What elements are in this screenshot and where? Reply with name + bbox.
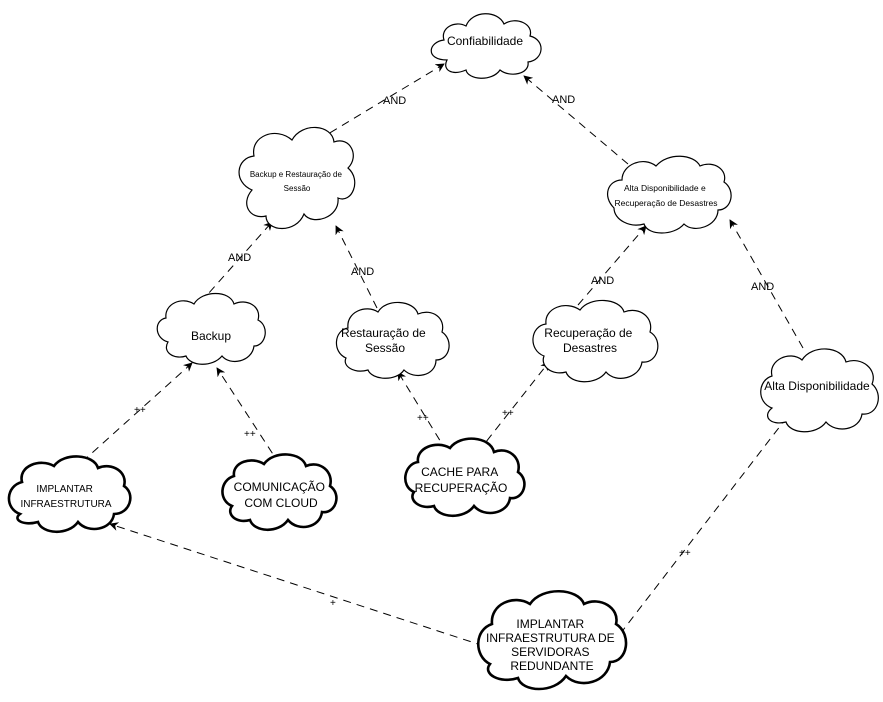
cloud-shape — [430, 13, 542, 79]
cloud-shape — [335, 301, 450, 379]
edge-alta-disp-recuperacao-to-confiabilidade — [523, 75, 629, 165]
edge-comunicacao-to-backup — [216, 367, 281, 466]
edge-labels-layer: AND AND AND AND AND AND ++ ++ ++ ++ + ++ — [134, 94, 774, 609]
edge-label-and: AND — [591, 275, 614, 287]
goal-label: Alta Disponibilidade e Recuperação de De… — [614, 183, 717, 208]
edge-implantar-infra-to-backup — [81, 362, 193, 463]
task-comunicacao-cloud[interactable]: COMUNICAÇÃO COM CLOUD — [221, 453, 338, 532]
goal-label: Restauração de Sessão — [341, 326, 429, 355]
goal-label: Alta Disponibilidade — [764, 379, 870, 393]
goal-label: Backup — [191, 329, 231, 343]
edge-label-and: AND — [383, 95, 406, 107]
cloud-shape — [760, 348, 879, 433]
edge-restauracao-to-backup-restauracao — [335, 225, 378, 309]
cloud-shape — [404, 437, 526, 518]
edge-label-plus-plus: ++ — [244, 429, 256, 440]
cloud-shape — [238, 126, 356, 229]
task-label: IMPLANTAR INFRAESTRUTURA — [20, 484, 111, 510]
cloud-shape — [156, 292, 266, 365]
cloud-shape — [7, 455, 132, 534]
task-label: COMUNICAÇÃO COM CLOUD — [234, 480, 329, 510]
edge-cache-to-recuperacao — [477, 361, 550, 453]
edges-layer — [81, 63, 804, 647]
edge-redundante-to-implantar-infra — [109, 522, 485, 647]
task-label: IMPLANTAR INFRAESTRUTURA DE SERVIDORAS R… — [486, 617, 618, 673]
edge-label-plus-plus: ++ — [134, 405, 146, 416]
task-label: CACHE PARA RECUPERAÇÃO — [415, 465, 508, 495]
goal-recuperacao-desastres[interactable]: Recuperação de Desastres — [532, 299, 659, 383]
goal-backup[interactable]: Backup — [156, 292, 266, 365]
edge-recuperacao-to-alta-disp-recuperacao — [577, 225, 647, 306]
cloud-shape — [532, 299, 659, 383]
cloud-shape — [476, 590, 628, 691]
goal-alta-disponibilidade[interactable]: Alta Disponibilidade — [760, 348, 879, 433]
edge-label-and: AND — [351, 266, 374, 278]
goal-restauracao-sessao[interactable]: Restauração de Sessão — [335, 301, 450, 379]
goal-alta-disponibilidade-recuperacao[interactable]: Alta Disponibilidade e Recuperação de De… — [606, 155, 732, 234]
edge-cache-to-restauracao — [397, 371, 448, 453]
edge-label-and: AND — [751, 281, 774, 293]
edge-label-plus-plus: ++ — [502, 408, 514, 419]
edge-label-plus-plus: ++ — [679, 548, 691, 559]
cloud-shape — [606, 155, 732, 234]
task-implantar-infraestrutura[interactable]: IMPLANTAR INFRAESTRUTURA — [7, 455, 132, 534]
goal-label: Backup e Restauração de Sessão — [250, 170, 344, 193]
nodes-layer: Confiabilidade Backup e Restauração de S… — [7, 13, 879, 691]
goal-label: Confiabilidade — [447, 34, 523, 48]
edge-redundante-to-alta-disp — [619, 411, 792, 635]
edge-label-plus-plus: ++ — [417, 413, 429, 424]
edge-alta-disp-to-alta-disp-recuperacao — [729, 219, 804, 349]
goal-backup-restauracao-sessao[interactable]: Backup e Restauração de Sessão — [238, 126, 356, 229]
goal-label: Recuperação de Desastres — [544, 326, 635, 355]
edge-backup-restauracao-to-confiabilidade — [317, 63, 445, 141]
goal-confiabilidade[interactable]: Confiabilidade — [430, 13, 542, 79]
task-implantar-infraestrutura-redundante[interactable]: IMPLANTAR INFRAESTRUTURA DE SERVIDORAS R… — [476, 590, 628, 691]
edge-label-and: AND — [228, 252, 251, 264]
task-cache-recuperacao[interactable]: CACHE PARA RECUPERAÇÃO — [404, 437, 526, 518]
edge-label-and: AND — [552, 94, 575, 106]
cloud-shape — [221, 453, 338, 532]
edge-backup-to-backup-restauracao — [199, 221, 273, 304]
edge-label-plus: + — [330, 598, 336, 609]
